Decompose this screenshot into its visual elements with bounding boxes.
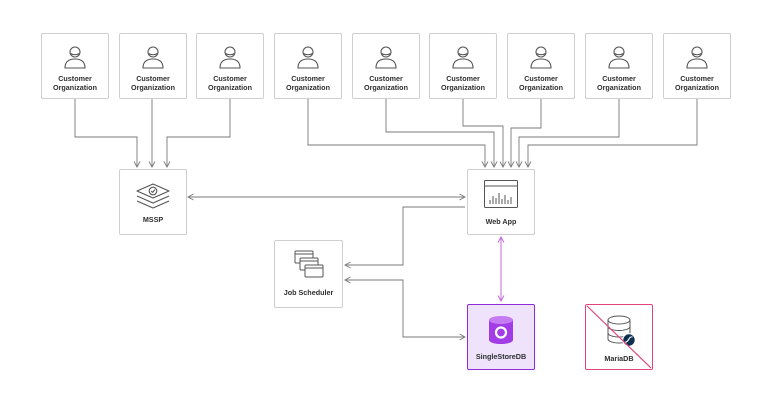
singlestore-db-node[interactable]: SingleStoreDB xyxy=(467,304,535,370)
mariadb-node[interactable]: MariaDB xyxy=(585,304,653,370)
customer-organization-label: Customer Organization xyxy=(286,74,330,92)
customer-organization-node[interactable]: Customer Organization xyxy=(119,33,187,99)
singlestore-db-label: SingleStoreDB xyxy=(475,352,527,361)
person-icon xyxy=(586,42,652,70)
person-icon xyxy=(430,42,496,70)
connector-customer9-webapp xyxy=(524,99,698,168)
stacked-windows-icon xyxy=(275,249,342,281)
customer-organization-label: Customer Organization xyxy=(597,74,641,92)
customer-organization-node[interactable]: Customer Organization xyxy=(663,33,731,99)
connector-customer4-webapp xyxy=(307,99,489,168)
database-icon xyxy=(468,314,534,346)
person-icon xyxy=(42,42,108,70)
customer-organization-label: Customer Organization xyxy=(675,74,719,92)
database-icon xyxy=(586,312,652,348)
web-app-label: Web App xyxy=(485,217,517,226)
customer-organization-node[interactable]: Customer Organization xyxy=(274,33,342,99)
layers-icon xyxy=(120,179,186,211)
connector-customer7-webapp xyxy=(507,99,542,168)
connector-singlestore-jobscheduler xyxy=(344,276,466,341)
customer-organization-node[interactable]: Customer Organization xyxy=(41,33,109,99)
connector-webapp-jobscheduler xyxy=(344,206,465,269)
mssp-label: MSSP xyxy=(142,215,164,224)
person-icon xyxy=(120,42,186,70)
job-scheduler-label: Job Scheduler xyxy=(283,288,334,297)
customer-organization-node[interactable]: Customer Organization xyxy=(585,33,653,99)
customer-organization-label: Customer Organization xyxy=(519,74,563,92)
person-icon xyxy=(197,42,263,70)
job-scheduler-node[interactable]: Job Scheduler xyxy=(274,240,343,308)
mariadb-label: MariaDB xyxy=(604,354,634,363)
person-icon xyxy=(353,42,419,70)
connector-customer8-webapp xyxy=(515,99,620,168)
mssp-node[interactable]: MSSP xyxy=(119,169,187,235)
customer-organization-label: Customer Organization xyxy=(131,74,175,92)
customer-organization-label: Customer Organization xyxy=(53,74,97,92)
customer-organization-label: Customer Organization xyxy=(208,74,252,92)
customer-organization-node[interactable]: Customer Organization xyxy=(429,33,497,99)
person-icon xyxy=(664,42,730,70)
connector-customer1-mssp xyxy=(74,99,141,168)
person-icon xyxy=(508,42,574,70)
connector-customer5-webapp xyxy=(385,99,498,168)
connector-customer6-webapp xyxy=(462,99,507,168)
customer-organization-node[interactable]: Customer Organization xyxy=(196,33,264,99)
customer-organization-label: Customer Organization xyxy=(364,74,408,92)
customer-organization-node[interactable]: Customer Organization xyxy=(352,33,420,99)
person-icon xyxy=(275,42,341,70)
connector-customer3-mssp xyxy=(163,99,231,168)
web-app-node[interactable]: Web App xyxy=(467,169,535,235)
customer-organization-label: Customer Organization xyxy=(441,74,485,92)
chart-window-icon xyxy=(468,179,534,209)
customer-organization-node[interactable]: Customer Organization xyxy=(507,33,575,99)
crossed-out-mark xyxy=(586,305,652,369)
